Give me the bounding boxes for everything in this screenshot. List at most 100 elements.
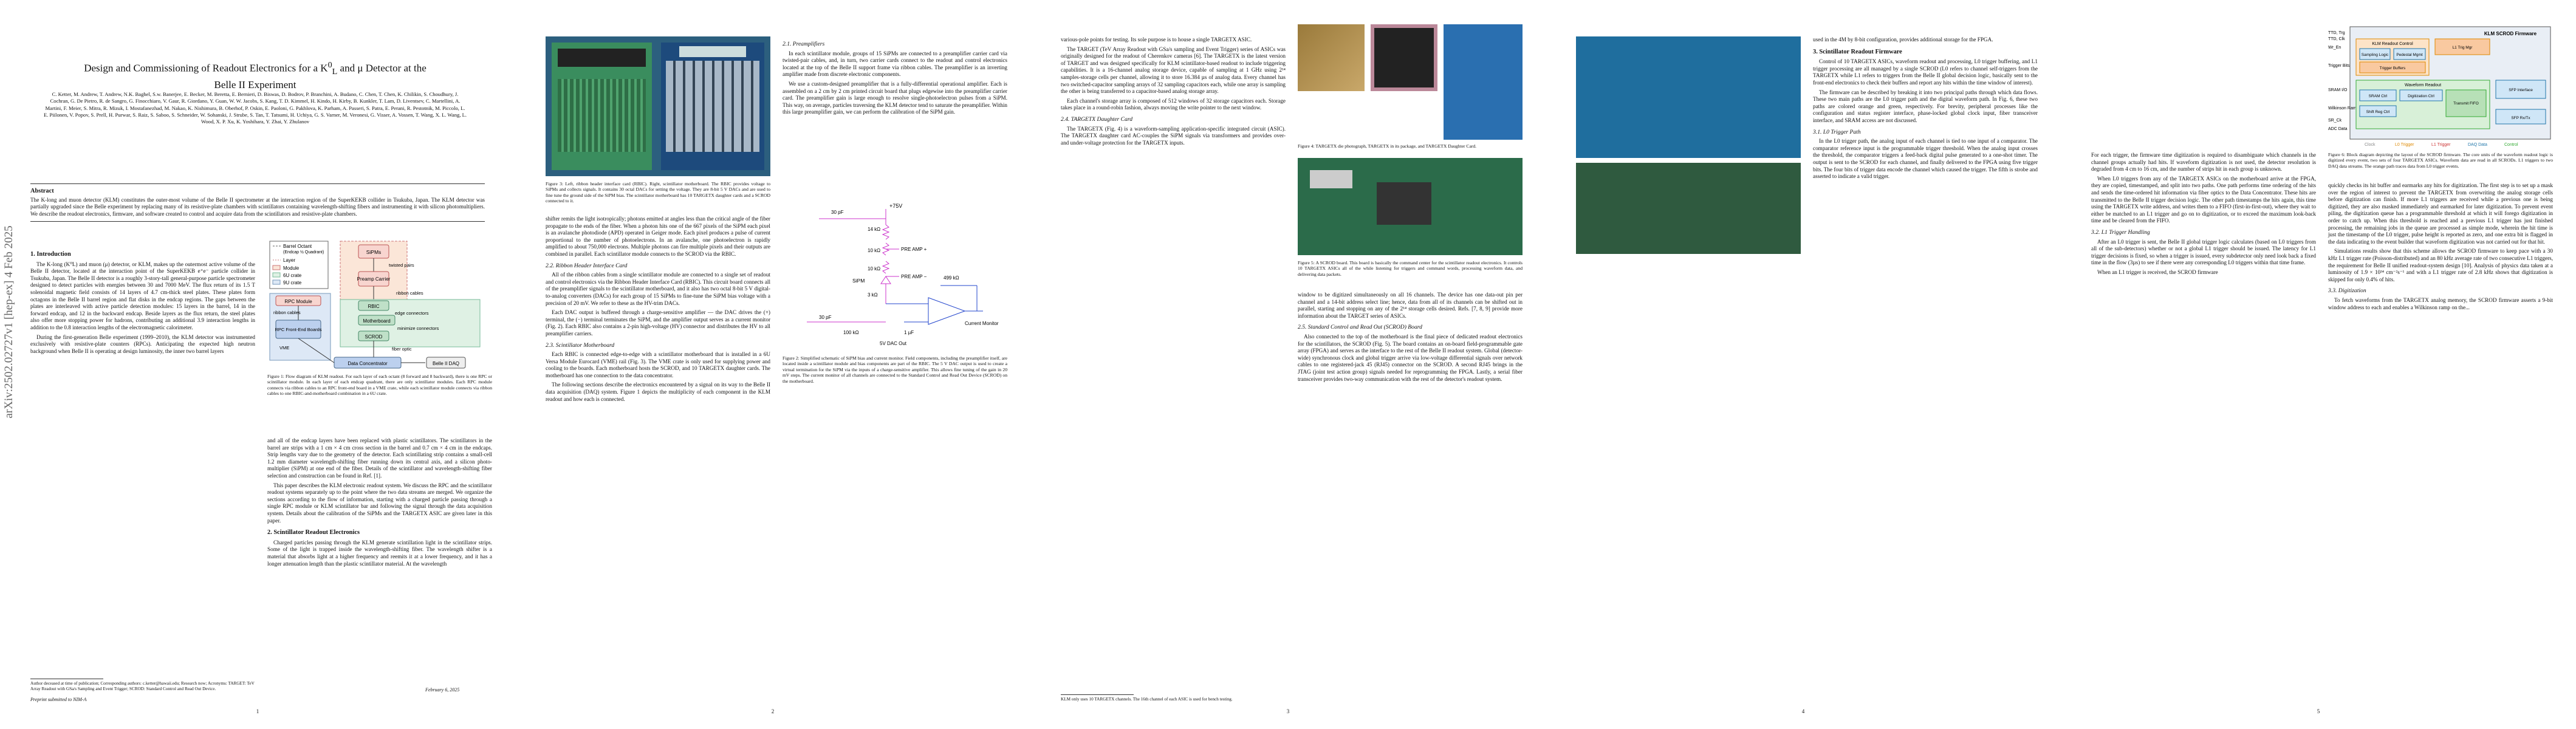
abstract-text: The K-long and muon detector (KLM) const… [30,196,485,217]
intro-paragraph-2: During the first-generation Belle experi… [30,334,255,354]
subsection-2-2-heading: 2.2. Ribbon Header Interface Card [546,262,628,269]
sec22-paragraph: All of the ribbon cables from a single s… [546,272,770,306]
fig1-legend-barrel: Barrel Octant [283,244,312,249]
sch-pre1: PRE AMP + [901,247,927,252]
sec32-paragraph: After an L0 trigger is sent, the Belle I… [2091,238,2316,266]
fw-trig-bits: Trigger Bits [2328,64,2350,68]
fig1-sipm-label: SiPMs [366,249,382,255]
fw-sr [2359,105,2397,117]
sec21-paragraph-1: In each scintillator module, groups of 1… [783,50,1007,78]
sch-cm: Current Monitor [965,321,999,326]
sec21-paragraph-2: We use a custom-designed preamplifier th… [783,80,1007,115]
page-3: various-pole points for testing. Its sol… [1030,0,1546,729]
figure-3-photo [546,36,770,176]
fw-sram: SRAM I/O [2328,88,2348,92]
fig1-legend-module: Module [283,265,300,271]
page3-left-column: various-pole points for testing. Its sol… [1061,36,1286,149]
fig1-dc-label: Data Concentrator [348,361,388,366]
p3-footnote-text: KLM only uses 10 TARGETX channels. The 1… [1061,697,1233,702]
footnote-block: Author deceased at time of publication; … [30,679,255,702]
fw-dig [2399,89,2443,101]
fig1-mini-label: minimize connectors [397,326,439,331]
fw-klm-ctrl-label: KLM Readout Control [2372,42,2413,46]
fig1-legend-barrel2: (Endcap ½ Quadrant) [283,250,324,255]
fig1-legend-layer: Layer [283,258,295,263]
fig1-twisted-label: twisted pairs [389,262,414,268]
p5-left-paragraph-2: When L0 triggers from any of the TARGETX… [2091,175,2316,224]
fig1-ribbon-label: ribbon cables [396,290,423,296]
fw-trig-buf-label: Trigger Buffers [2380,66,2406,70]
page-1: arXiv:2502.02727v1 [hep-ex] 4 Feb 2025 D… [0,0,515,729]
preprint-label: Preprint submitted to NIM-A [30,697,87,702]
fw-l1 [2434,38,2490,55]
section-2-heading: 2. Scintillator Readout Electronics [267,529,360,536]
section-introduction-heading: 1. Introduction [30,251,71,258]
sch-dac: 5V DAC Out [880,341,907,346]
fig1-vme-label: VME [279,345,289,351]
title-line1: Design and Commissioning of Readout Elec… [84,62,328,74]
fig5-extra-photo [1576,163,1801,254]
page-5: KLM SCROD Firmware TTD, Trg TTD, Clk Wr_… [2061,0,2576,729]
page-number-5: 5 [2317,708,2320,714]
p3-right-paragraph-1: window to be digitized simultaneously on… [1298,292,1523,319]
fw-sfp-io [2495,109,2546,125]
fw-sram-ctrl [2359,89,2397,101]
p3-left-paragraph-2: The TARGET (TeV Array Readout with GSa/s… [1061,46,1286,95]
fig1-preamp-label: Preamp Carrier [357,276,391,282]
fw-dig-label: Digitization Ctrl [2408,94,2434,98]
page4-right-column: used in the 4M by 8-bit configuration, p… [1813,36,2038,183]
p5-right-paragraph-2: Simulations results show that this schem… [2328,248,2553,282]
sec32-paragraph-b: When an L1 trigger is received, the SCRO… [2097,269,2218,275]
fig1-daq-label: Belle II DAQ [433,361,459,366]
fw-ped [2393,48,2426,60]
title-sup: 0 [327,60,332,70]
fw-l1-label: L1 Trig Mgr [2453,46,2473,50]
figure-2-caption: Figure 2: Simplified schematic of SiPM b… [783,355,1007,384]
fw-sram-ctrl-label: SRAM Ctrl [2369,94,2388,98]
targetx-die-photo [1298,24,1365,91]
sch-r499: 499 kΩ [944,275,959,281]
subsection-3-3-heading: 3.3. Digitization [2328,287,2366,295]
sch-r10a: 10 kΩ [868,248,880,253]
page-number-4: 4 [1801,708,1805,714]
title-line2: Belle II Experiment [214,79,296,91]
fw-key-clock: Clock [2365,143,2376,147]
page5-right-column: quickly checks its hit buffer and earmar… [2328,182,2553,313]
sec33-paragraph: To fetch waveforms from the TARGETX anal… [2328,296,2553,310]
fw-trig-buf [2359,61,2426,74]
p1-right-paragraph-2: This paper describes the KLM electronic … [267,482,492,524]
rbic-photo [552,43,652,170]
fw-samp [2359,48,2391,60]
p3-left-paragraph-3: Each channel's storage array is composed… [1061,97,1286,111]
figure-4-photos [1298,24,1523,140]
page-4: used in the 4M by 8-bit configuration, p… [1546,0,2061,729]
figure-2-schematic: +75V 30 pF 14 kΩ 10 kΩ 10 kΩ SiPM 3 kΩ P… [807,203,999,346]
abstract-block: Abstract The K-long and muon detector (K… [30,183,485,222]
page-2: Figure 3: Left, ribbon header interface … [515,0,1030,729]
title-sub: L [332,67,338,77]
sch-sipm: SiPM [852,278,865,284]
fig4-extra-photo [1576,36,1801,158]
intro-paragraph-1: The K-long (K⁰L) and muon (μ) detector, … [30,261,255,330]
p3-left-paragraph-1: various-pole points for testing. Its sol… [1061,36,1252,43]
sec25-paragraph: Also connected to the top of the motherb… [1298,333,1523,382]
fig1-edge-label: edge connectors [395,310,429,316]
title-line1b: and μ Detector at the [337,62,426,74]
fw-tx [2445,89,2487,117]
arxiv-stamp: arXiv:2502.02727v1 [hep-ex] 4 Feb 2025 [4,225,15,418]
fw-sr-ck: SR_Ck [2328,118,2342,123]
author-list: C. Ketter, M. Andrew, T. Andrew, N.K. Ba… [43,91,467,125]
sch-v75: +75V [889,203,902,209]
sch-pre2: PRE AMP − [901,274,927,279]
paper-title: Design and Commissioning of Readout Elec… [43,58,468,92]
p5-left-paragraph-1: For each trigger, the firmware time digi… [2091,152,2316,173]
fig1-legend-6u: 6U crate [283,273,302,278]
fw-sfp [2495,80,2546,99]
fw-sr-label: Shift Reg Ctrl [2366,110,2390,114]
sec31-paragraph: In the L0 trigger path, the analog input… [1813,138,2038,180]
footnote-text: Author deceased at time of publication; … [30,681,255,691]
sec3-paragraph-2: The firmware can be described by breakin… [1813,89,2038,123]
fw-adc: ADC Data [2328,127,2348,131]
figure-6-caption: Figure 6: Block diagram depicting the la… [2328,152,2553,169]
p1-right-paragraph-1: and all of the endcap layers have been r… [267,437,492,479]
